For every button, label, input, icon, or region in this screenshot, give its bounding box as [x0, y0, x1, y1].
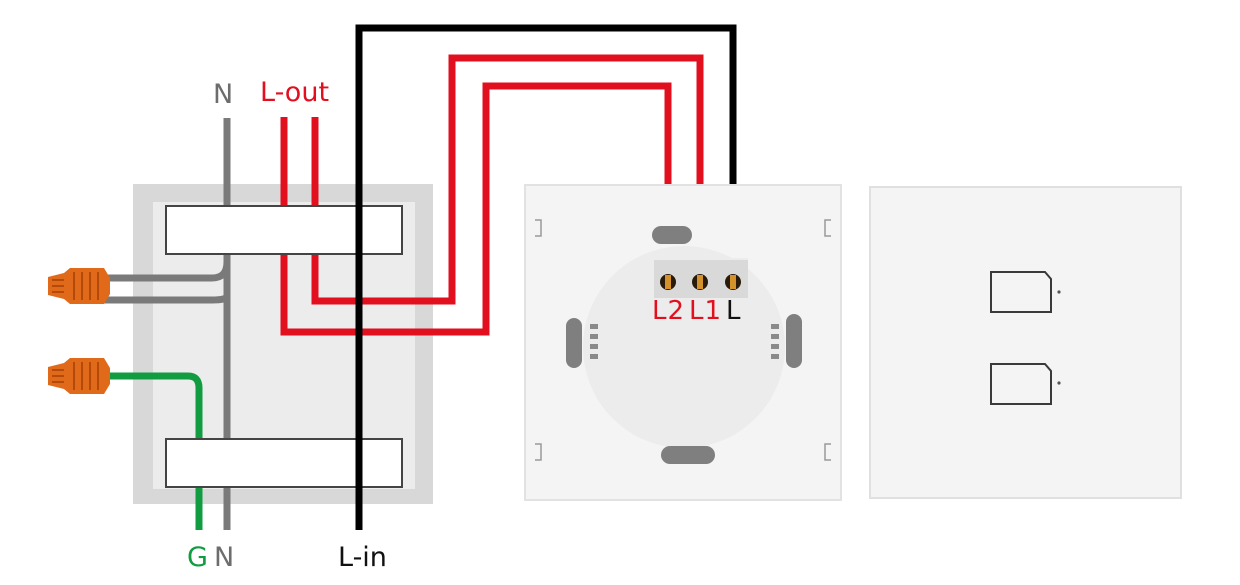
terminal-label-l: L: [726, 296, 741, 326]
terminal-strip-top: [165, 205, 403, 255]
switch-front-panel: [869, 186, 1182, 499]
label-n-top: N: [213, 79, 234, 110]
terminal-strip-bottom: [165, 438, 403, 488]
label-g-bottom: G: [187, 542, 208, 573]
touch-key-icon: [990, 363, 1061, 405]
label-n-bottom: N: [214, 542, 235, 573]
mounting-clip: [786, 314, 802, 368]
wire-nut-icon: [48, 358, 110, 394]
live-out-wires: [280, 54, 704, 336]
ground-wire: [98, 372, 203, 530]
label-l-in: L-in: [338, 542, 387, 573]
switch-back-plate: [524, 184, 842, 501]
mounting-clip: [652, 226, 692, 244]
mounting-clip: [661, 446, 715, 464]
live-in-wire: [355, 24, 737, 530]
label-l-out: L-out: [260, 77, 330, 108]
mounting-clip: [566, 318, 582, 368]
wire-nut-icon: [48, 268, 110, 304]
terminal-label-l2: L2: [652, 296, 686, 326]
terminal-label-l1: L1: [689, 296, 723, 326]
touch-key-icon: [990, 271, 1061, 313]
